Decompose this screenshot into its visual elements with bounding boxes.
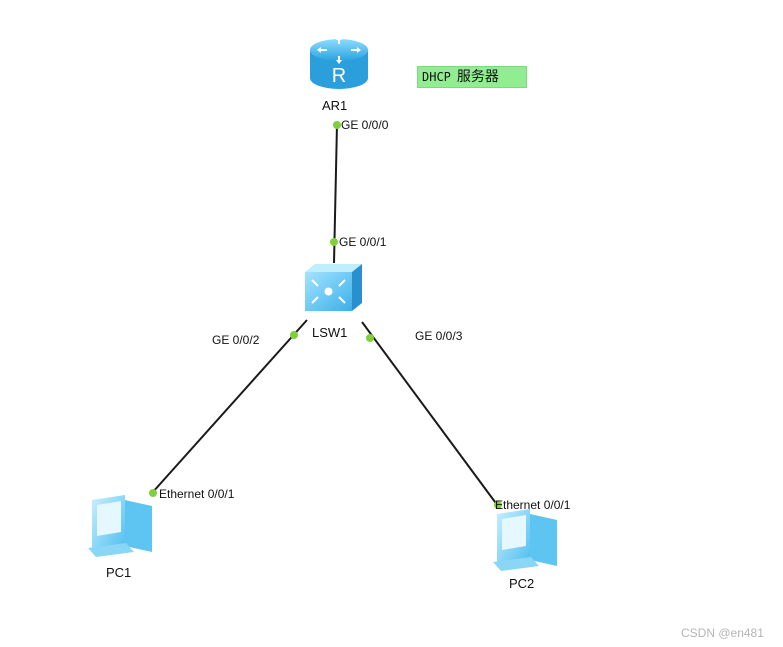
- port-dot-lsw1-ge002[interactable]: [290, 331, 298, 339]
- router-icon[interactable]: R: [310, 36, 368, 89]
- port-label-lsw1-ge003: GE 0/0/3: [415, 329, 463, 343]
- router-label: AR1: [322, 98, 348, 113]
- port-dot-pc2-eth[interactable]: [494, 501, 502, 509]
- pc-icon[interactable]: [493, 509, 557, 571]
- svg-text:R: R: [332, 65, 346, 87]
- port-dot-ar1-ge000[interactable]: [333, 121, 341, 129]
- port-label-pc1-eth: Ethernet 0/0/1: [159, 487, 235, 501]
- port-label-pc2-eth: Ethernet 0/0/1: [495, 498, 571, 512]
- port-label-ar1-ge000: GE 0/0/0: [341, 118, 389, 132]
- pc2-label: PC2: [509, 576, 535, 591]
- port-dot-lsw1-ge001[interactable]: [330, 238, 338, 246]
- port-dot-pc1-eth[interactable]: [149, 489, 157, 497]
- dhcp-server-annotation[interactable]: DHCP 服务器: [417, 66, 527, 88]
- switch-label: LSW1: [312, 325, 348, 340]
- port-dot-lsw1-ge003[interactable]: [366, 334, 374, 342]
- pc1-label: PC1: [106, 565, 132, 580]
- watermark: CSDN @en481: [681, 626, 764, 640]
- dhcp-text: 服务器: [456, 69, 499, 85]
- link-lsw1-pc1: [151, 319, 308, 494]
- dhcp-prefix: DHCP: [422, 70, 451, 84]
- switch-icon[interactable]: [305, 264, 362, 311]
- port-label-lsw1-ge002: GE 0/0/2: [212, 333, 260, 347]
- pc-icon[interactable]: [88, 495, 152, 557]
- port-label-lsw1-ge001: GE 0/0/1: [339, 235, 387, 249]
- link-lsw1-pc2: [361, 321, 499, 507]
